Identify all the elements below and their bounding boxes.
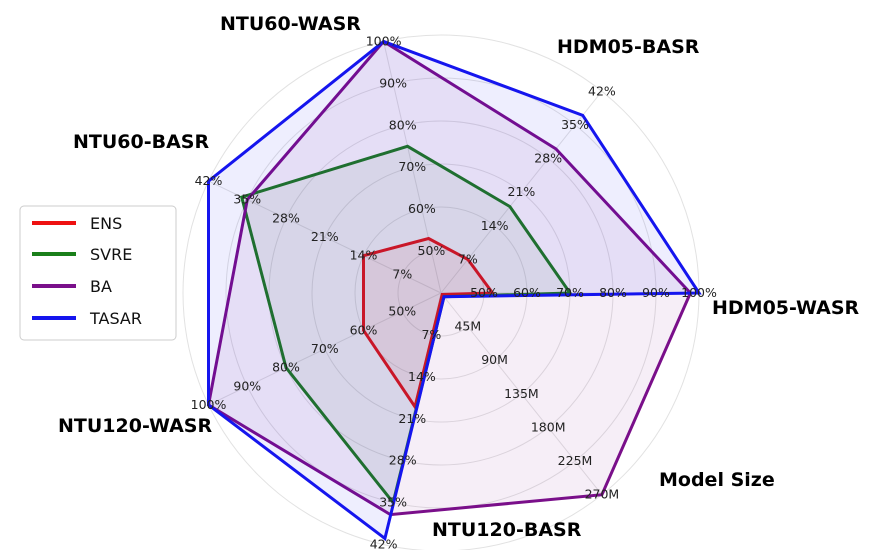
tick-label: 50% xyxy=(470,285,498,300)
legend-label-tasar: TASAR xyxy=(89,309,142,328)
tick-labels: 50% 60% 70% 80% 90% 100% 7% 14% 21% 28% 35% 42% 50% 6… xyxy=(191,34,717,550)
tick-label: 60% xyxy=(513,285,541,300)
axis-label-ntu60-wasr: NTU60-WASR xyxy=(220,13,361,35)
tick-label: 7% xyxy=(458,251,478,266)
tick-label: 28% xyxy=(389,453,417,468)
tick-label: 14% xyxy=(481,218,509,233)
tick-label: 14% xyxy=(350,248,378,263)
tick-label: 90% xyxy=(642,285,670,300)
axis-label-ntu120-wasr: NTU120-WASR xyxy=(58,415,212,437)
tick-label: 80% xyxy=(389,117,417,132)
tick-label: 45M xyxy=(454,319,481,334)
axis-label-model-size: Model Size xyxy=(659,469,775,491)
grid-spoke xyxy=(440,292,603,496)
axis-label-hdm05-wasr: HDM05-WASR xyxy=(712,297,860,319)
tick-label: 70% xyxy=(398,159,426,174)
tick-label: 180M xyxy=(531,420,566,435)
tick-label: 35% xyxy=(233,192,261,207)
tick-label: 7% xyxy=(421,327,441,342)
tick-label: 21% xyxy=(508,184,536,199)
tick-label: 35% xyxy=(561,117,589,132)
legend-label-ens: ENS xyxy=(90,214,122,233)
tick-label: 225M xyxy=(558,453,593,468)
tick-label: 42% xyxy=(588,83,616,98)
tick-label: 60% xyxy=(408,201,436,216)
legend-box xyxy=(19,205,177,341)
tick-label: 270M xyxy=(585,487,620,502)
legend-label-svre: SVRE xyxy=(90,245,132,264)
tick-label: 60% xyxy=(350,322,378,337)
grid-spoke xyxy=(208,292,442,406)
tick-label: 70% xyxy=(556,285,584,300)
legend: ENS SVRE BA TASAR xyxy=(19,205,177,341)
tick-label: 21% xyxy=(398,411,426,426)
tick-label: 28% xyxy=(534,151,562,166)
series-ba xyxy=(206,39,693,517)
grid-spoke xyxy=(383,41,442,294)
tick-label: 100% xyxy=(191,397,227,412)
tick-label: 100% xyxy=(366,34,402,49)
tick-label: 50% xyxy=(418,243,446,258)
tick-label: 90% xyxy=(233,378,261,393)
tick-label: 50% xyxy=(388,304,416,319)
tick-label: 90% xyxy=(379,75,407,90)
tick-label: 7% xyxy=(392,266,412,281)
tick-label: 70% xyxy=(311,341,339,356)
series-layer xyxy=(206,39,702,542)
tick-label: 80% xyxy=(272,360,300,375)
series-ens xyxy=(362,236,496,411)
tick-label: 135M xyxy=(504,386,539,401)
axis-labels: HDM05-WASR HDM05-BASR NTU60-WASR NTU60-B… xyxy=(58,13,860,541)
tick-label: 35% xyxy=(379,495,407,510)
axis-label-ntu120-basr: NTU120-BASR xyxy=(432,519,582,541)
tick-label: 100% xyxy=(681,285,717,300)
tick-label: 42% xyxy=(195,173,223,188)
series-tasar xyxy=(207,39,702,542)
tick-label: 80% xyxy=(599,285,627,300)
tick-label: 14% xyxy=(408,369,436,384)
axis-label-hdm05-basr: HDM05-BASR xyxy=(557,36,700,58)
tick-label: 21% xyxy=(311,229,339,244)
tick-label: 42% xyxy=(370,537,398,550)
legend-label-ba: BA xyxy=(90,277,112,296)
axis-label-ntu60-basr: NTU60-BASR xyxy=(73,131,209,153)
tick-label: 28% xyxy=(272,210,300,225)
tick-label: 90M xyxy=(481,352,508,367)
